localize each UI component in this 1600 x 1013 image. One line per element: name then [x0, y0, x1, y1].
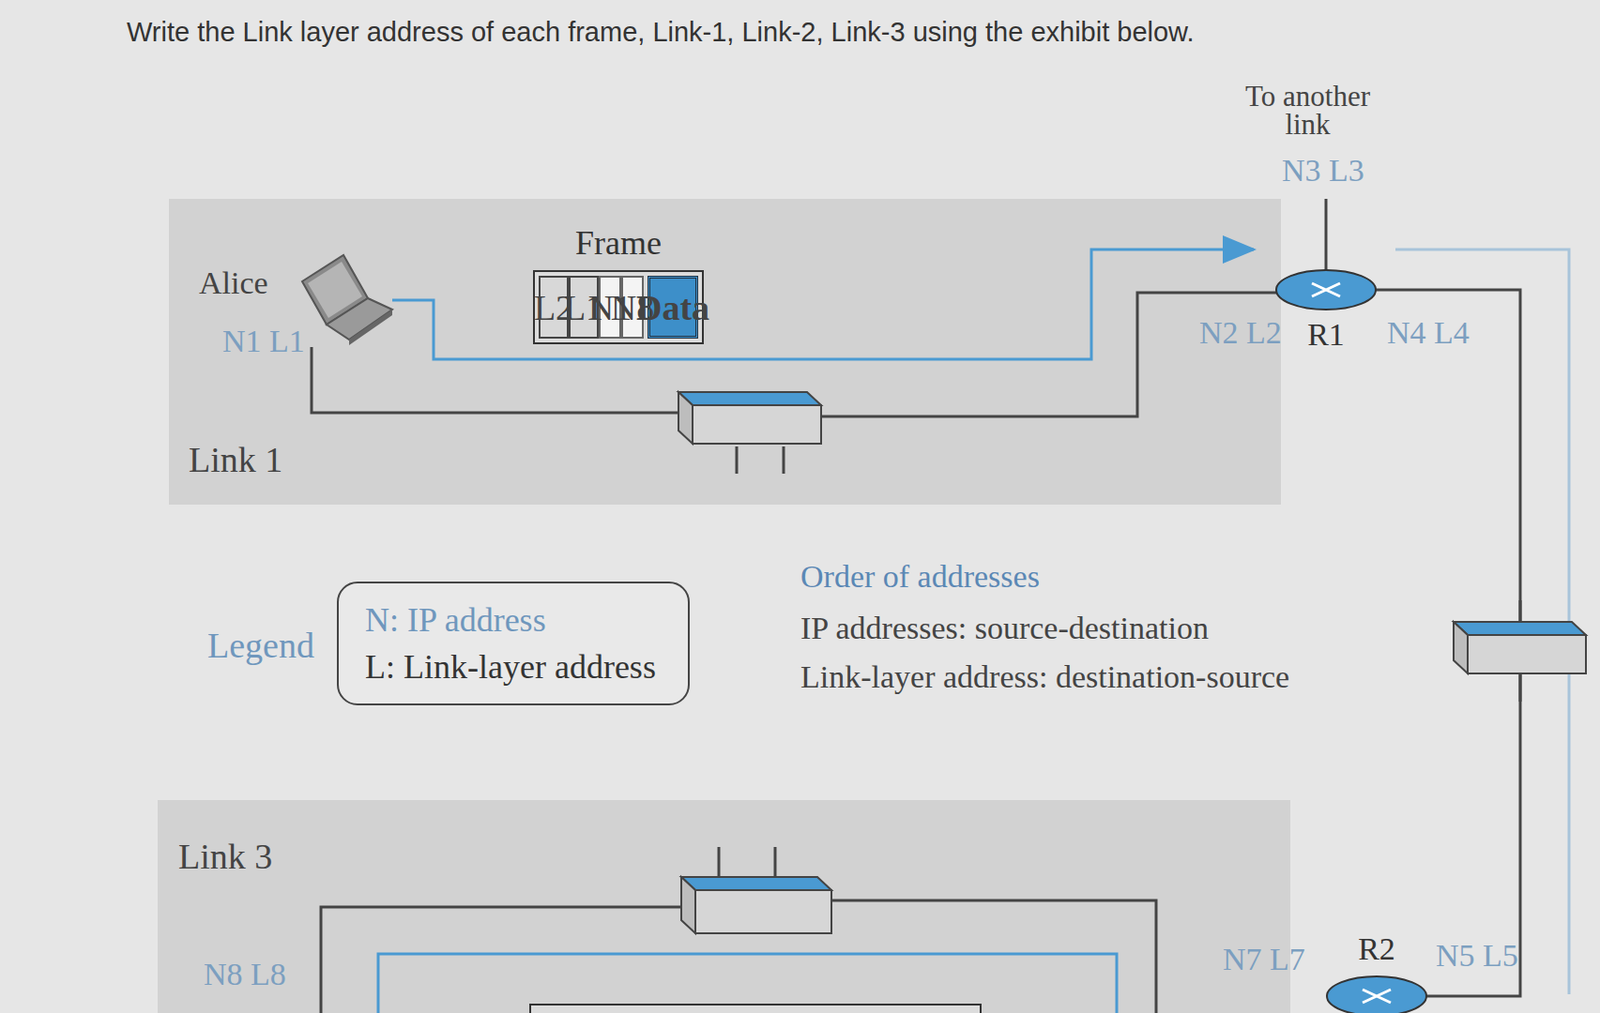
label-text: N4 L4 [1386, 315, 1470, 351]
router-icon [1274, 268, 1378, 312]
switch-top [681, 877, 832, 891]
switch-icon [678, 392, 822, 474]
frame-box: FrameL2L1N1N8Data [533, 270, 704, 345]
label-text: Order of addresses [800, 559, 1040, 595]
node-text: L: Link-layer address [365, 643, 656, 691]
link-band: Link 1 FrameL2L1N1N8Data [168, 198, 1281, 505]
wire [821, 292, 1279, 417]
router: R1 [1274, 268, 1378, 358]
laptop-icon [302, 255, 393, 346]
legend-box: LegendN: IP addressL: Link-layer address [336, 581, 690, 706]
router: R2 [1325, 931, 1429, 1013]
label-text: N1 L1 [222, 323, 305, 360]
switch-side [681, 877, 696, 934]
label-text: N2 L2 [1199, 315, 1282, 351]
node-text: Data [636, 287, 710, 329]
label-text: IP addresses: source-destination [800, 610, 1209, 647]
router-body [1326, 976, 1427, 1013]
router-cross [1362, 990, 1391, 1004]
label-text: Link-layer address: destination-source [800, 659, 1290, 696]
label-text: To another link [1230, 82, 1386, 139]
label-text: N7 L7 [1222, 942, 1306, 978]
node-text: Link 1 [188, 439, 283, 481]
wire [311, 347, 679, 413]
node-text: Legend [207, 622, 315, 670]
label-text: N8 L8 [203, 957, 287, 993]
wire [320, 907, 682, 1013]
switch-front [695, 890, 832, 934]
link3-wiring [320, 847, 1157, 1013]
wire [831, 900, 1157, 1013]
switch-leg [718, 847, 776, 878]
node-text: R2 [1325, 931, 1429, 968]
wire [1325, 198, 1328, 273]
title-text: Write the Link layer address of each fra… [126, 16, 1195, 48]
frame-box-partial [530, 1005, 981, 1013]
node-text: Link 3 [178, 836, 273, 878]
label-text: N5 L5 [1435, 938, 1519, 975]
switch-icon [1453, 600, 1586, 702]
router-cross [1311, 283, 1341, 297]
router-body [1276, 270, 1376, 310]
node-text: R1 [1274, 317, 1378, 353]
router-icon [1325, 975, 1429, 1013]
node-text: N: IP address [365, 596, 656, 644]
node-text: Frame [534, 223, 702, 263]
label-text: Alice [198, 265, 269, 302]
label-text: N3 L3 [1281, 152, 1365, 189]
frame-path-arrow [392, 249, 1254, 360]
frame-cell: Data [647, 275, 699, 339]
